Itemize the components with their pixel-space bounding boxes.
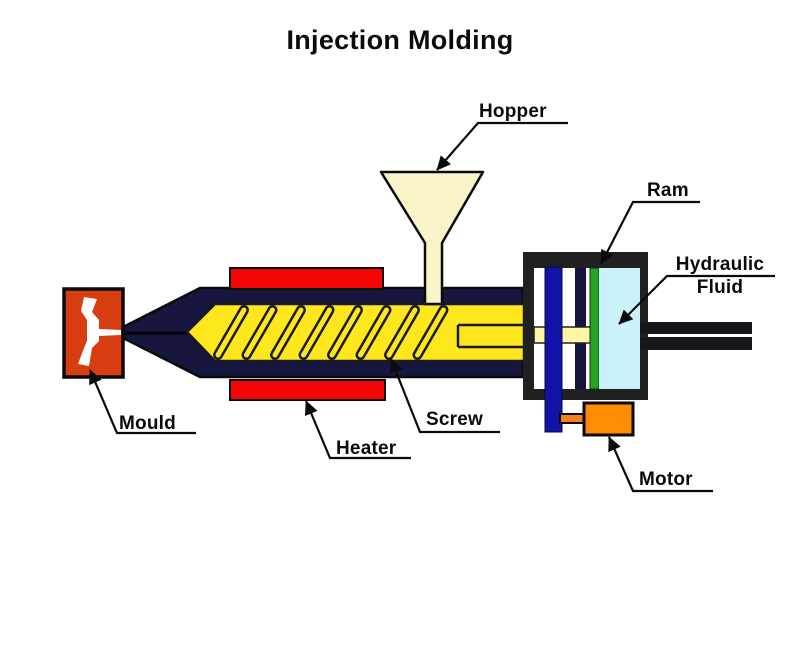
leader-motor bbox=[607, 436, 713, 493]
hydraulic-fluid-region bbox=[599, 268, 640, 389]
leader-lines bbox=[88, 121, 775, 493]
leader-hopper bbox=[436, 121, 568, 171]
label-hydraulic-fluid: Hydraulic Fluid bbox=[662, 254, 778, 299]
label-screw: Screw bbox=[426, 409, 483, 430]
leader-hydraulic-fluid bbox=[618, 274, 775, 325]
tie-rod-lower bbox=[640, 337, 752, 350]
label-mould: Mould bbox=[119, 413, 176, 434]
ram-piston bbox=[589, 267, 600, 390]
leader-screw bbox=[389, 358, 500, 434]
motor-box bbox=[582, 401, 635, 437]
diagram-title: Injection Molding bbox=[286, 25, 514, 55]
leader-heater bbox=[304, 400, 411, 460]
label-hydraulic-line1: Hydraulic bbox=[675, 254, 765, 275]
leader-ram bbox=[600, 200, 700, 265]
mould-cavity bbox=[78, 297, 121, 366]
label-hopper: Hopper bbox=[479, 101, 547, 122]
hopper-funnel bbox=[379, 170, 485, 306]
screw-shank bbox=[533, 326, 593, 344]
label-ram: Ram bbox=[647, 180, 689, 201]
motor-shaft bbox=[559, 413, 587, 424]
heater-band-top bbox=[229, 267, 384, 290]
label-heater: Heater bbox=[336, 438, 397, 459]
heater-band-bottom bbox=[229, 379, 386, 401]
label-hydraulic-line2: Fluid bbox=[696, 276, 744, 298]
tie-rod-upper bbox=[640, 322, 752, 334]
leader-mould bbox=[88, 369, 196, 435]
drive-shaft bbox=[544, 266, 563, 433]
screw-flights bbox=[213, 305, 449, 360]
screw-shank-step bbox=[456, 323, 524, 349]
label-motor: Motor bbox=[639, 469, 693, 490]
